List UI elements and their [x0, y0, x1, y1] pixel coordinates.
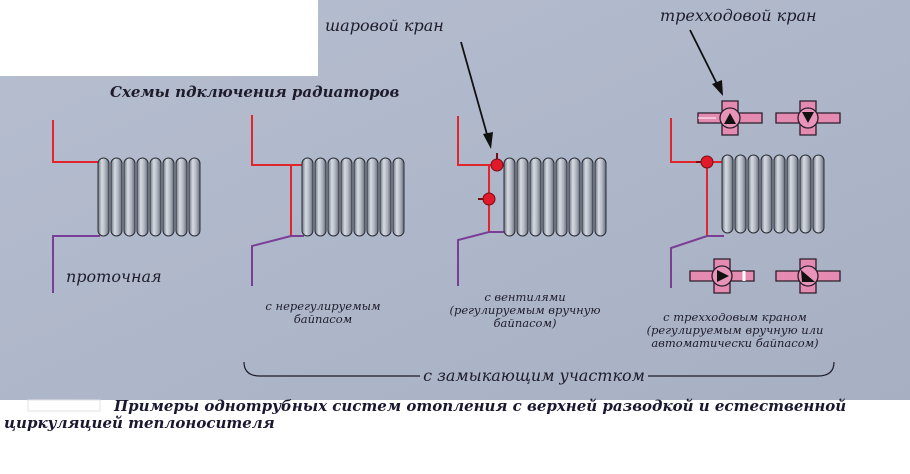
scheme-label-flow-through: проточная	[66, 267, 162, 286]
scheme-label-three-way-valve: с трехходовым краном (регулируемым вручн…	[646, 310, 824, 350]
scheme-with-valves	[457, 41, 607, 286]
three-way-valve-icon	[775, 100, 841, 136]
ball-valve-icon	[696, 155, 714, 169]
three-way-valve-icon	[775, 258, 841, 294]
closing-section-bracket	[243, 361, 835, 377]
scheme-flow-through	[52, 120, 201, 293]
figure-caption-line-2: циркуляцией теплоносителя	[4, 414, 275, 432]
figure-caption-line-1: Примеры однотрубных систем отопления с в…	[114, 397, 847, 415]
scheme-label-unregulated-bypass: с нерегулируемым байпасом	[265, 299, 381, 326]
three-way-valve-icon	[697, 100, 763, 136]
three-way-valve-label: трехходовой кран	[660, 6, 817, 25]
scheme-label-with-valves: с вентилями (регулируемым вручную байпас…	[449, 290, 601, 330]
arrow-icon	[460, 41, 493, 149]
three-way-valve-icon	[689, 258, 755, 294]
ball-valve-icon	[490, 153, 504, 172]
scheme-unregulated-bypass	[251, 115, 405, 286]
ball-valve-label: шаровой кран	[325, 16, 444, 35]
ball-valve-icon	[478, 192, 496, 206]
closing-section-label: с замыкающим участком	[423, 366, 645, 385]
arrow-icon	[689, 29, 723, 96]
diagram-title: Схемы пдключения радиаторов	[110, 83, 400, 101]
scheme-three-way-valve	[670, 29, 841, 294]
